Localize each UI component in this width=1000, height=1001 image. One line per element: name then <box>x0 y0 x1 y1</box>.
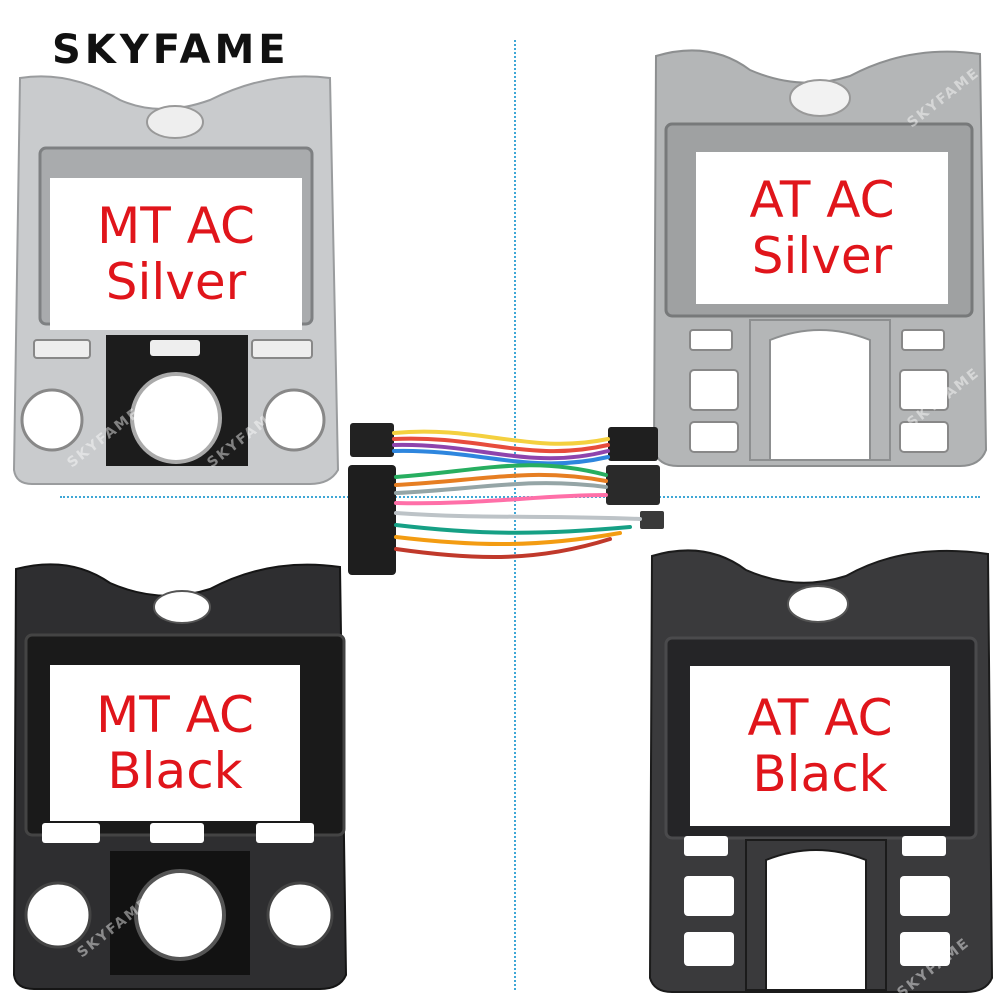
brand-logo: SKYFAME <box>52 27 290 73</box>
panel-type-text: MT AC <box>96 686 254 744</box>
harness-illustration <box>348 423 664 575</box>
panel-at-ac-black: AT AC Black <box>646 540 996 995</box>
panel-type-text: MT AC <box>97 197 255 255</box>
panel-mt-ac-silver: MT AC Silver <box>10 70 340 490</box>
connector-block <box>640 511 664 529</box>
panel-color-text: Black <box>107 742 243 800</box>
connector-block <box>606 465 660 505</box>
panel-type-text: AT AC <box>747 689 893 747</box>
panel-label: MT AC Black <box>50 665 300 821</box>
connector-block <box>348 465 396 575</box>
panel-color-text: Black <box>752 745 888 803</box>
wiring-harness <box>340 415 680 585</box>
panel-type-text: AT AC <box>749 171 895 229</box>
panel-mt-ac-black: MT AC Black <box>10 555 350 995</box>
panel-label: AT AC Black <box>690 666 950 826</box>
panel-at-ac-silver: AT AC Silver <box>650 40 990 480</box>
panel-color-text: Silver <box>105 253 247 311</box>
panel-color-text: Silver <box>751 227 893 285</box>
panel-label: AT AC Silver <box>696 152 948 304</box>
connector-block <box>608 427 658 461</box>
connector-block <box>350 423 394 457</box>
panel-label: MT AC Silver <box>50 178 302 330</box>
